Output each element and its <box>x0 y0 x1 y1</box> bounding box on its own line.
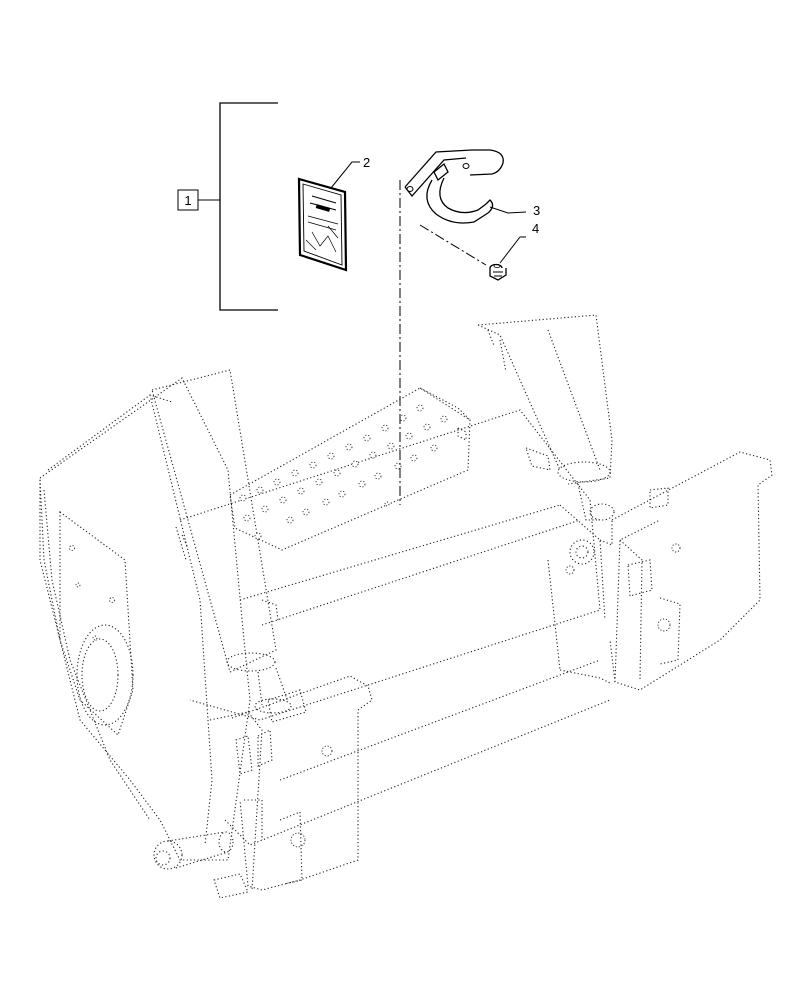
callout-1-box: 1 <box>177 189 199 211</box>
decal-sheet-icon <box>297 177 348 272</box>
left-coupler-plate <box>209 675 373 899</box>
left-cylinder <box>151 369 292 714</box>
assembly-centerlines <box>399 180 487 505</box>
callout-2: 2 <box>330 155 370 189</box>
right-coupler-plate <box>547 451 773 691</box>
loader-frame-ghost <box>39 314 773 899</box>
right-upright-arm <box>477 314 615 521</box>
callout-4-label: 4 <box>532 221 539 236</box>
step-plate <box>229 387 471 551</box>
callout-3-label: 3 <box>533 203 540 218</box>
kit-bracket <box>198 102 278 311</box>
pivot-pin <box>153 831 234 870</box>
left-upright-arm <box>39 377 251 861</box>
callout-1-label: 1 <box>184 193 191 208</box>
cross-tube <box>179 409 611 846</box>
callout-3: 3 <box>489 203 540 218</box>
u-bracket-icon <box>404 149 504 224</box>
flange-bolt-icon <box>489 263 507 281</box>
callout-4: 4 <box>499 221 539 264</box>
callout-2-label: 2 <box>363 155 370 170</box>
